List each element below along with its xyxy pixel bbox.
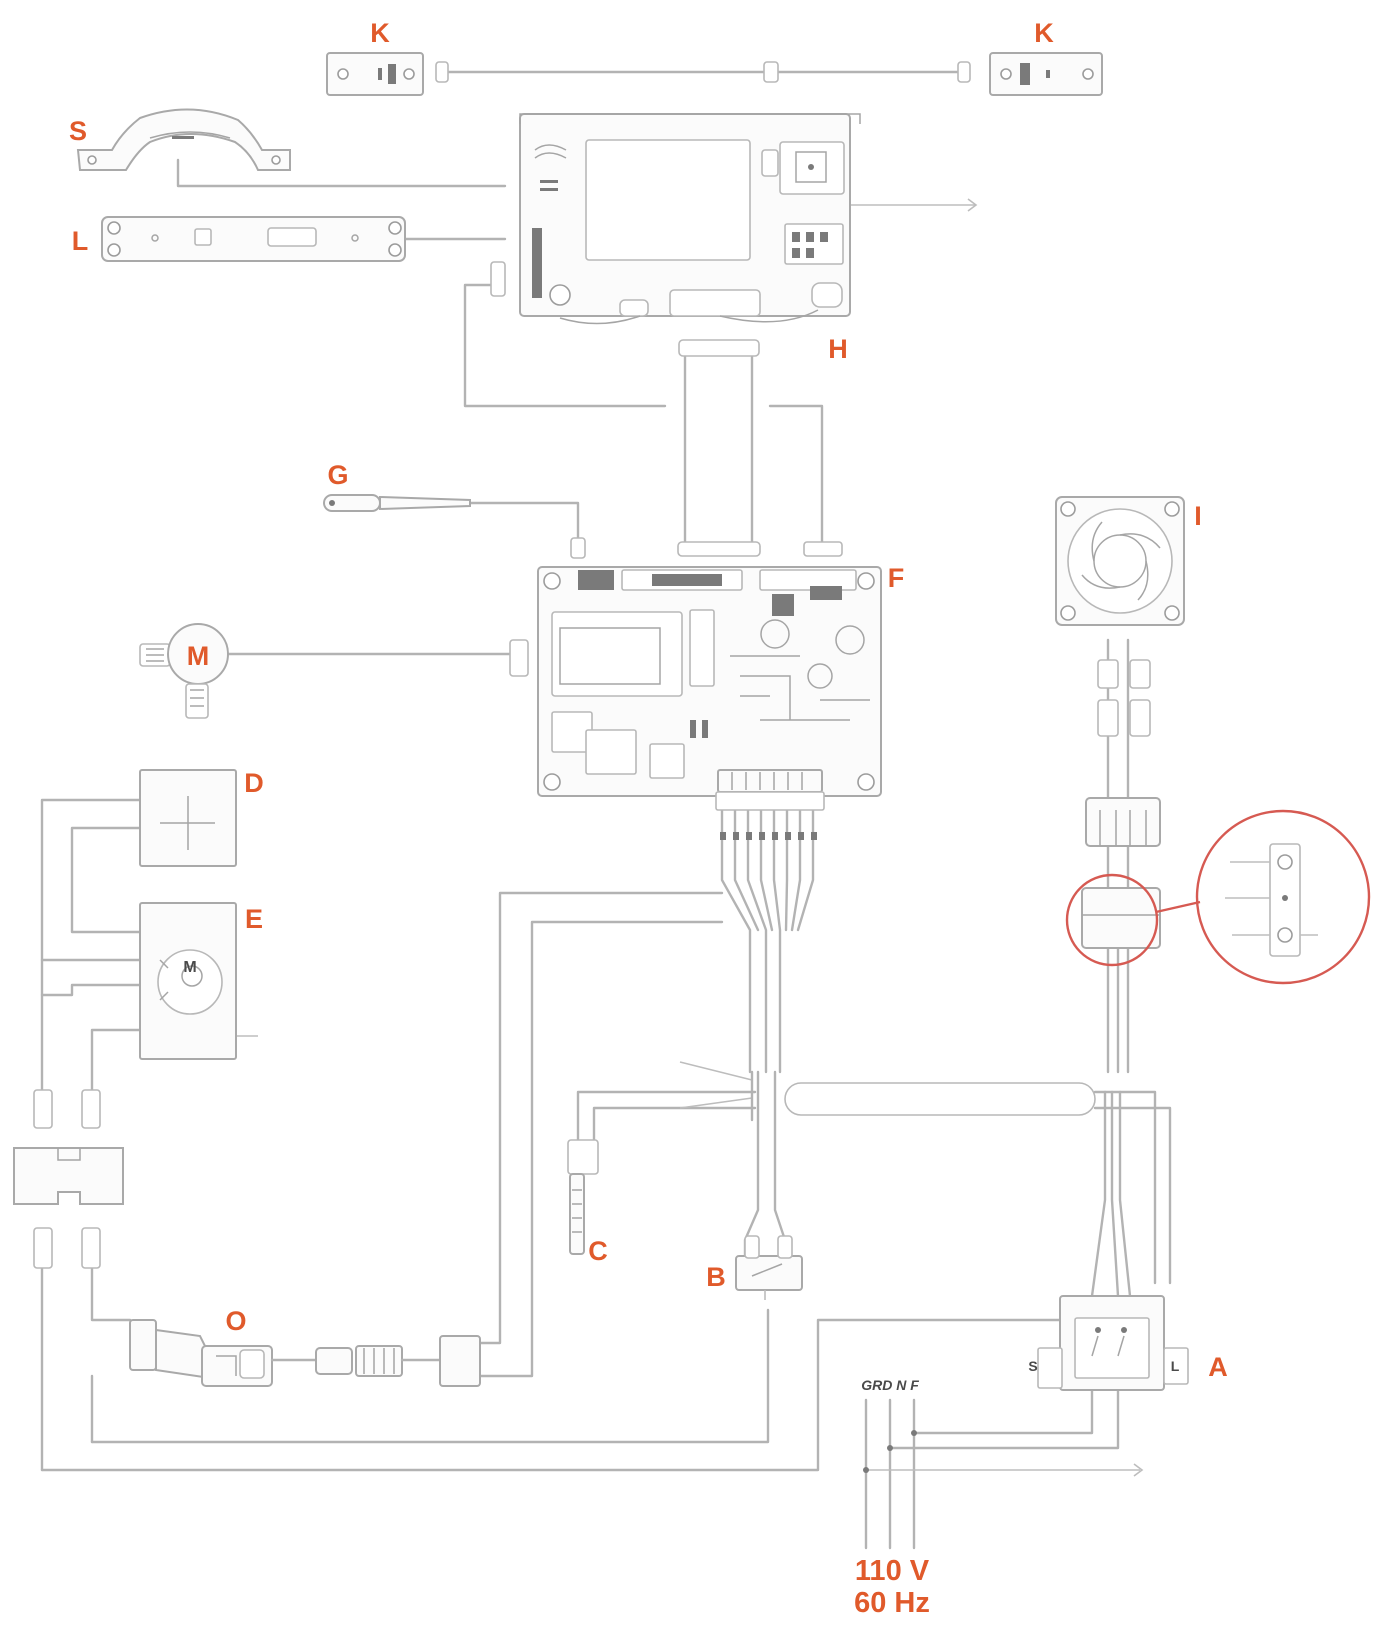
- svg-text:S: S: [1028, 1358, 1037, 1374]
- mains-terminal-labels: GRD N F: [861, 1377, 919, 1393]
- component-m-motor: M: [139, 623, 229, 719]
- trunk-stub-1: [679, 1061, 753, 1081]
- component-i-fan: [1055, 496, 1185, 949]
- d-left-wire: [40, 798, 142, 1092]
- component-a-main-switch: S L: [1028, 1295, 1189, 1391]
- label-d: D: [244, 768, 264, 798]
- label-s: S: [69, 116, 87, 146]
- label-l: L: [72, 226, 89, 256]
- harness-to-a-3: [1090, 1090, 1107, 1298]
- trunk-stub-2: [679, 1097, 753, 1109]
- k-cable-plug-left: [435, 61, 449, 83]
- s-wire: [176, 158, 507, 188]
- h-side-wire: [463, 283, 667, 408]
- mains-n-to-a: [888, 1378, 1120, 1450]
- h-f-wire: [768, 404, 824, 552]
- component-o: [129, 1319, 481, 1387]
- terminal-callout: [1065, 809, 1371, 985]
- e-left-wire-2: [40, 983, 162, 997]
- harness-to-a-2: [1093, 1106, 1172, 1285]
- component-f-control-board: [537, 566, 882, 840]
- mains-supply: GRD N F 110 V 60 Hz: [854, 1377, 930, 1619]
- harness-sleeve: [784, 1082, 1096, 1116]
- component-c: [567, 1139, 599, 1255]
- d-inner-wire: [70, 826, 142, 934]
- svg-text:L: L: [1171, 1358, 1180, 1374]
- component-k-right: [989, 52, 1103, 96]
- mains-voltage: 110 V: [855, 1555, 930, 1587]
- f-o-wire-inner: [450, 920, 724, 1378]
- gear-motor-mark: M: [183, 959, 196, 976]
- trunk-to-c: [576, 1090, 757, 1142]
- component-e-gear-motor: M: [139, 902, 237, 1060]
- label-a: A: [1208, 1352, 1228, 1382]
- label-f: F: [888, 563, 905, 593]
- g-probe-wire: [468, 501, 580, 550]
- ground-bus: [40, 1318, 1062, 1472]
- harness-to-a-5: [1118, 1090, 1132, 1298]
- harness-to-a-1: [1093, 1090, 1157, 1285]
- label-e: E: [245, 904, 263, 934]
- mains-f-to-a: [912, 1378, 1094, 1435]
- component-s: [76, 108, 291, 171]
- trunk-to-c-2: [592, 1106, 757, 1142]
- label-c: C: [588, 1236, 608, 1266]
- f-output-harness: [720, 798, 815, 1074]
- left-connectors: [13, 1089, 124, 1269]
- label-i: I: [1194, 501, 1202, 531]
- component-h-display-board: [519, 113, 861, 325]
- harness-to-a-4: [1110, 1090, 1120, 1298]
- component-l: [101, 216, 406, 262]
- k-cable-plug-right: [957, 61, 971, 83]
- f-o-wire-outer: [450, 891, 724, 1345]
- label-b: B: [706, 1262, 726, 1292]
- component-d: [139, 769, 237, 867]
- label-g: G: [327, 460, 348, 490]
- k-cable-plug-mid: [763, 61, 779, 83]
- e-lower-wire: [90, 1028, 152, 1092]
- label-k-right: K: [1034, 18, 1054, 48]
- component-k-left: [326, 52, 424, 96]
- label-o: O: [225, 1306, 246, 1336]
- o-feed-wire: [90, 1266, 132, 1322]
- o-return-wire: [90, 1308, 770, 1444]
- label-h: H: [828, 334, 848, 364]
- label-k-left: K: [370, 18, 390, 48]
- mains-frequency: 60 Hz: [854, 1587, 930, 1619]
- component-b-switch: [735, 1235, 803, 1300]
- component-labels: K K S L H G I F D E C B O A: [69, 18, 1228, 1382]
- pump-motor-mark: M: [187, 641, 210, 671]
- component-g-probe: [323, 494, 471, 512]
